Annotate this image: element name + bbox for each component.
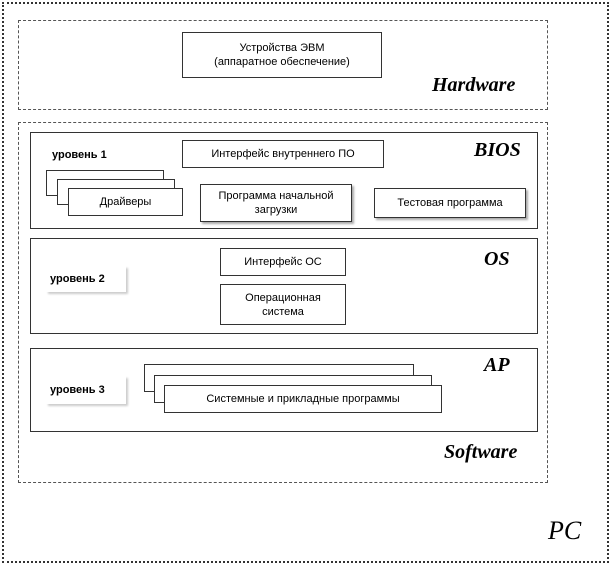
bios-boot-program-box: Программа начальной загрузки: [200, 184, 352, 222]
pc-label: PC: [548, 516, 582, 545]
hardware-region: [18, 20, 548, 110]
os-level-label: уровень 2: [46, 266, 126, 292]
bios-test-program-box: Тестовая программа: [374, 188, 526, 218]
os-system-box: Операционная система: [220, 284, 346, 325]
os-title: OS: [484, 248, 510, 270]
software-region: [18, 122, 548, 483]
bios-level-panel: [30, 132, 538, 229]
bios-interface-box: Интерфейс внутреннего ПО: [182, 140, 384, 168]
os-interface-box: Интерфейс ОС: [220, 248, 346, 276]
os-level-panel: [30, 238, 538, 334]
ap-title: AP: [484, 354, 510, 376]
bios-title: BIOS: [474, 139, 521, 161]
bios-level-label: уровень 1: [52, 149, 107, 161]
ap-level-label: уровень 3: [46, 376, 126, 404]
software-title: Software: [444, 441, 518, 463]
ap-level-panel: [30, 348, 538, 432]
hardware-devices-box: Устройства ЭВМ (аппаратное обеспечение): [182, 32, 382, 78]
hardware-title: Hardware: [432, 74, 516, 96]
ap-programs-box: Системные и прикладные программы: [164, 385, 442, 413]
drivers-box: Драйверы: [68, 188, 183, 216]
